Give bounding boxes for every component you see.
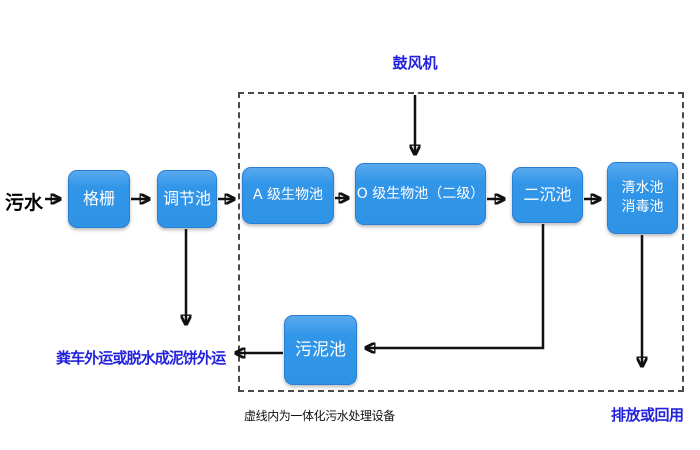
integrated-equipment-dashed-box: [238, 92, 684, 392]
node-clear-water-disinfection-tank: 清水池 消毒池: [607, 162, 678, 234]
node-clear-water-line1: 清水池: [621, 180, 664, 197]
label-wastewater-source: 污水: [4, 192, 43, 214]
label-discharge-or-reuse: 排放或回用: [611, 406, 684, 424]
node-grid-label: 格栅: [82, 189, 115, 209]
label-blower: 鼓风机: [392, 54, 438, 72]
node-a-grade-bio-label: A 级生物池: [252, 187, 324, 204]
node-a-grade-bio-tank: A 级生物池: [242, 167, 334, 224]
node-secondary-sed-label: 二沉池: [523, 185, 572, 205]
node-regulating-label: 调节池: [162, 189, 211, 209]
label-sludge-disposal: 粪车外运或脱水成泥饼外运: [56, 349, 226, 367]
node-o-grade-bio-tank: O 级生物池（二级）: [355, 163, 486, 225]
node-regulating-tank: 调节池: [157, 170, 217, 228]
node-sludge-label: 污泥池: [295, 339, 346, 360]
node-secondary-sedimentation-tank: 二沉池: [512, 167, 583, 223]
label-enclosure-caption: 虚线内为一体化污水处理设备: [244, 409, 395, 423]
node-sludge-tank: 污泥池: [284, 315, 357, 385]
node-clear-water-line2: 消毒池: [621, 199, 664, 215]
node-o-grade-bio-label: O 级生物池（二级）: [356, 185, 485, 202]
node-grid-screen: 格栅: [68, 170, 130, 228]
